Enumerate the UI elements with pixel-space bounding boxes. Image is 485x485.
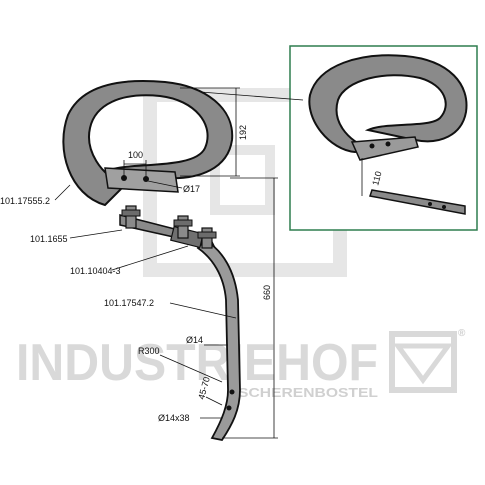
watermark-registered: ® — [458, 328, 466, 339]
bolt-icon — [197, 227, 217, 249]
industriehof-logo-icon — [389, 331, 457, 393]
label-tip-section: Ø14x38 — [158, 413, 190, 423]
inset-hole — [442, 205, 446, 209]
label-part-tine: 101.17547.2 — [104, 298, 154, 308]
tip-hole — [229, 389, 235, 395]
inset-hole — [428, 202, 432, 206]
label-part-shovel: 101.17555.2 — [0, 196, 50, 206]
label-part-bolt: 101.1655 — [30, 234, 68, 244]
inset-shovel-lip — [350, 136, 419, 161]
label-bend-radius: R300 — [138, 346, 160, 356]
inset-detail: 110 — [289, 45, 478, 231]
label-shovel-height: 192 — [238, 125, 248, 140]
label-hole-diameter: Ø17 — [183, 184, 200, 194]
dimension-lines — [54, 87, 278, 439]
label-tine-height: 660 — [262, 285, 272, 300]
bolt-icon — [121, 205, 141, 229]
tine-curve — [196, 238, 241, 442]
inset-width-label: 110 — [370, 170, 383, 186]
inset-tine-strip — [369, 189, 466, 215]
shovel-mount-plate — [104, 167, 179, 193]
label-bolt-spacing: 100 — [128, 150, 143, 160]
watermark-location: SCHERENBOSTEL — [238, 385, 378, 400]
main-shovel — [62, 79, 234, 207]
tip-hole — [226, 405, 232, 411]
label-part-clamp: 101.10404-3 — [70, 266, 121, 276]
spring-tine — [119, 205, 241, 442]
inset-hole — [385, 141, 391, 147]
bolt-icon — [173, 215, 193, 239]
watermark: INDUSTRIEHOF ® SCHERENBOSTEL — [16, 88, 466, 400]
watermark-brand: INDUSTRIEHOF — [16, 334, 378, 392]
inset-hole — [369, 143, 375, 149]
label-tine-diameter: Ø14 — [186, 335, 203, 345]
